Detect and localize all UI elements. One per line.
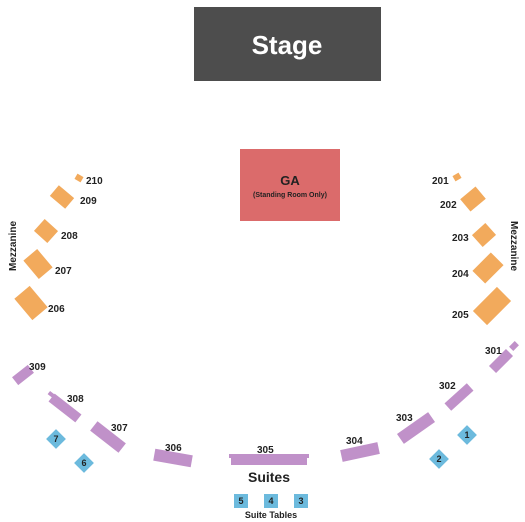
section-205-block[interactable] bbox=[472, 286, 512, 326]
suite-table-1-shape[interactable] bbox=[457, 425, 477, 445]
section-208-block[interactable] bbox=[33, 219, 59, 243]
section-204[interactable]: 204 bbox=[452, 252, 504, 284]
section-305-ledge bbox=[229, 454, 309, 458]
section-302[interactable]: 302 bbox=[439, 381, 474, 411]
section-206-block[interactable] bbox=[14, 285, 48, 321]
section-210[interactable]: 210 bbox=[74, 173, 103, 187]
section-309-block[interactable] bbox=[12, 364, 34, 386]
section-304-label: 304 bbox=[346, 436, 363, 447]
suite-table-4-shape[interactable] bbox=[264, 494, 278, 508]
section-203-block[interactable] bbox=[471, 223, 497, 247]
section-210-label: 210 bbox=[86, 176, 103, 187]
section-209[interactable]: 209 bbox=[49, 185, 97, 209]
section-309-label: 309 bbox=[29, 362, 46, 373]
section-206-label: 206 bbox=[48, 304, 65, 315]
suite-table-3-shape[interactable] bbox=[294, 494, 308, 508]
ga-area[interactable] bbox=[240, 149, 340, 221]
section-210-block[interactable] bbox=[74, 173, 84, 183]
suites-label: Suites bbox=[248, 469, 290, 485]
section-307-block[interactable] bbox=[90, 421, 126, 453]
section-302-block[interactable] bbox=[444, 383, 474, 411]
suite-table-5-shape[interactable] bbox=[234, 494, 248, 508]
suite-table-7-label: 7 bbox=[53, 434, 58, 444]
section-202[interactable]: 202 bbox=[440, 186, 486, 212]
section-308-lip bbox=[47, 390, 57, 400]
section-308-label: 308 bbox=[67, 394, 84, 405]
suite-table-2-shape[interactable] bbox=[429, 449, 449, 469]
section-306-label: 306 bbox=[165, 443, 182, 454]
section-205-label: 205 bbox=[452, 310, 469, 321]
suite-table-1[interactable]: 1 bbox=[457, 425, 477, 445]
section-302-label: 302 bbox=[439, 381, 456, 392]
suite-table-6-label: 6 bbox=[81, 458, 86, 468]
suite-table-6[interactable]: 6 bbox=[74, 453, 94, 473]
section-207-label: 207 bbox=[55, 266, 72, 277]
section-306[interactable]: 306 bbox=[153, 443, 193, 468]
suite-table-4[interactable]: 4 bbox=[264, 494, 278, 508]
section-301-block[interactable] bbox=[488, 348, 514, 374]
suite-table-1-label: 1 bbox=[464, 430, 469, 440]
suite-table-2-label: 2 bbox=[436, 454, 441, 464]
section-303-label: 303 bbox=[396, 413, 413, 424]
suite-table-5[interactable]: 5 bbox=[234, 494, 248, 508]
stage: Stage bbox=[194, 7, 381, 81]
section-307[interactable]: 307 bbox=[90, 421, 128, 453]
suite-table-3[interactable]: 3 bbox=[294, 494, 308, 508]
section-209-label: 209 bbox=[80, 196, 97, 207]
suite-table-4-label: 4 bbox=[268, 496, 273, 506]
section-301-label: 301 bbox=[485, 346, 502, 357]
ga-label: GA bbox=[280, 173, 300, 188]
section-301[interactable]: 301 bbox=[485, 341, 519, 374]
section-206[interactable]: 206 bbox=[14, 285, 65, 321]
section-301-lip bbox=[509, 341, 519, 351]
section-306-block[interactable] bbox=[153, 448, 193, 468]
section-203-label: 203 bbox=[452, 233, 469, 244]
section-308[interactable]: 308 bbox=[47, 390, 85, 423]
suite-table-7-shape[interactable] bbox=[46, 429, 66, 449]
suite-table-5-label: 5 bbox=[238, 496, 243, 506]
section-203[interactable]: 203 bbox=[452, 223, 497, 247]
section-309[interactable]: 309 bbox=[12, 362, 46, 386]
section-304-block[interactable] bbox=[340, 442, 380, 462]
section-205[interactable]: 205 bbox=[452, 286, 512, 326]
ga-sublabel: (Standing Room Only) bbox=[253, 192, 327, 199]
section-305-block[interactable] bbox=[231, 456, 307, 465]
section-303-block[interactable] bbox=[396, 412, 436, 444]
section-202-label: 202 bbox=[440, 200, 457, 211]
section-209-block[interactable] bbox=[49, 185, 75, 209]
suite-table-6-shape[interactable] bbox=[74, 453, 94, 473]
section-201-label: 201 bbox=[432, 176, 449, 187]
suite-table-7[interactable]: 7 bbox=[46, 429, 66, 449]
suite-table-2[interactable]: 2 bbox=[429, 449, 449, 469]
section-201-block[interactable] bbox=[452, 172, 462, 182]
stage-block bbox=[194, 7, 381, 81]
mezzanine-label-right: Mezzanine bbox=[508, 221, 519, 271]
section-ga[interactable]: GA (Standing Room Only) bbox=[240, 149, 340, 221]
section-305-label: 305 bbox=[257, 445, 274, 456]
section-202-block[interactable] bbox=[460, 186, 486, 212]
section-308-block[interactable] bbox=[48, 393, 82, 423]
section-208[interactable]: 208 bbox=[33, 219, 78, 243]
section-208-label: 208 bbox=[61, 231, 78, 242]
section-201[interactable]: 201 bbox=[432, 172, 462, 187]
section-204-block[interactable] bbox=[472, 252, 504, 284]
section-303[interactable]: 303 bbox=[396, 412, 436, 444]
section-207[interactable]: 207 bbox=[23, 249, 72, 279]
section-204-label: 204 bbox=[452, 269, 469, 280]
section-304[interactable]: 304 bbox=[340, 436, 380, 462]
section-307-label: 307 bbox=[111, 423, 128, 434]
section-305[interactable]: 305 bbox=[229, 445, 309, 465]
suite-table-3-label: 3 bbox=[298, 496, 303, 506]
suite-tables-label: Suite Tables bbox=[245, 510, 297, 520]
mezzanine-label-left: Mezzanine bbox=[8, 221, 19, 271]
stage-label: Stage bbox=[252, 30, 323, 60]
section-207-block[interactable] bbox=[23, 249, 53, 279]
